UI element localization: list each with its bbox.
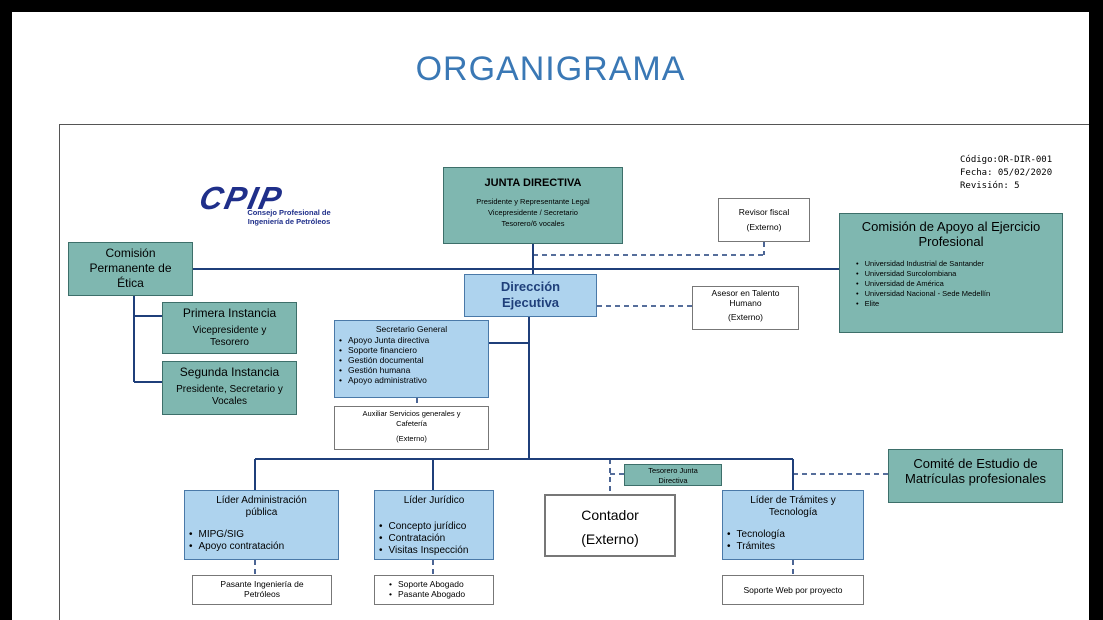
segunda-title: Segunda Instancia (179, 365, 280, 379)
contador-title: Contador (581, 507, 639, 523)
list-item: Soporte financiero (339, 345, 488, 355)
revisor-title: Revisor fiscal (738, 207, 790, 217)
tesorero-line: Directiva (658, 476, 688, 485)
page-frame: ORGANIGRAMA (12, 12, 1089, 620)
doc-revision: Revisión: 5 (960, 181, 1020, 191)
tesorero-box: Tesorero Junta Directiva (624, 464, 722, 486)
comision-apoyo-list: Universidad Industrial de Santander Univ… (856, 259, 1062, 309)
lider-admin-title: pública (245, 507, 278, 518)
comision-apoyo-box: Comisión de Apoyo al Ejercicio Profesion… (839, 213, 1063, 333)
primera-instancia-box: Primera Instancia Vicepresidente y Tesor… (162, 302, 297, 354)
junta-directiva-box: JUNTA DIRECTIVA Presidente y Representan… (443, 167, 623, 244)
lider-juridico-list: Concepto jurídico Contratación Visitas I… (379, 521, 493, 557)
soporte-web-title: Soporte Web por proyecto (743, 585, 843, 595)
lider-tramites-box: Líder de Trámites y Tecnología Tecnologí… (722, 490, 864, 560)
asesor-line: Humano (729, 298, 762, 308)
lider-tramites-title: Tecnología (768, 507, 818, 518)
list-item: Apoyo Junta directiva (339, 335, 488, 345)
secretario-list: Apoyo Junta directiva Soporte financiero… (339, 335, 488, 385)
doc-code: Código:OR-DIR-001 (960, 155, 1053, 165)
auxiliar-box: Auxiliar Servicios generales y Cafetería… (334, 406, 489, 450)
lider-admin-list: MIPG/SIG Apoyo contratación (189, 529, 338, 553)
direccion-title: Dirección Ejecutiva (500, 279, 561, 310)
junta-line: Tesorero/6 vocales (501, 219, 565, 228)
list-item: Apoyo administrativo (339, 375, 488, 385)
direccion-ejecutiva-box: Dirección Ejecutiva (464, 274, 597, 317)
doc-date: Fecha: 05/02/2020 (960, 168, 1053, 178)
segunda-sub: Presidente, Secretario y Vocales (176, 384, 283, 407)
list-item: Universidad Surcolombiana (856, 269, 1062, 279)
list-item: Elite (856, 299, 1062, 309)
revisor-fiscal-box: Revisor fiscal (Externo) (718, 198, 810, 242)
secretario-title: Secretario General (375, 324, 448, 334)
comision-etica-title: Comisión Permanente de Ética (89, 246, 172, 290)
asesor-box: Asesor en Talento Humano (Externo) (692, 286, 799, 330)
auxiliar-line: Auxiliar Servicios generales y (362, 409, 461, 418)
asesor-sub: (Externo) (728, 312, 763, 322)
comision-etica-box: Comisión Permanente de Ética (68, 242, 193, 296)
contador-box: Contador (Externo) (544, 494, 676, 557)
lider-tramites-title: Líder de Trámites y (750, 495, 836, 506)
soporte-abogado-box: Soporte Abogado Pasante Abogado (374, 575, 494, 605)
pasante-line: Pasante Ingeniería de (220, 579, 304, 589)
lider-juridico-title: Líder Jurídico (403, 495, 465, 506)
list-item: Concepto jurídico (379, 521, 493, 533)
junta-line: Vicepresidente / Secretario (488, 208, 578, 217)
list-item: Universidad Industrial de Santander (856, 259, 1062, 269)
asesor-line: Asesor en Talento (711, 288, 780, 298)
list-item: Contratación (379, 533, 493, 545)
comision-apoyo-title: Comisión de Apoyo al Ejercicio Profesion… (861, 219, 1041, 249)
lider-juridico-box: Líder Jurídico Concepto jurídico Contrat… (374, 490, 494, 560)
list-item: Universidad de América (856, 279, 1062, 289)
comite-estudio-box: Comité de Estudio de Matrículas profesio… (888, 449, 1063, 503)
list-item: Universidad Nacional - Sede Medellín (856, 289, 1062, 299)
list-item: Apoyo contratación (189, 541, 338, 553)
list-item: Gestión documental (339, 355, 488, 365)
chart-frame (59, 124, 1089, 620)
lider-administracion-box: Líder Administración pública MIPG/SIG Ap… (184, 490, 339, 560)
junta-title: JUNTA DIRECTIVA (484, 177, 582, 189)
comite-title: Comité de Estudio de Matrículas profesio… (905, 456, 1046, 486)
secretario-general-box: Secretario General Apoyo Junta directiva… (334, 320, 489, 398)
list-item: Tecnología (727, 529, 863, 541)
list-item: Trámites (727, 541, 863, 553)
connector-lines (133, 242, 888, 575)
segunda-instancia-box: Segunda Instancia Presidente, Secretario… (162, 361, 297, 415)
page-title: ORGANIGRAMA (415, 50, 686, 88)
pasante-line: Petróleos (244, 589, 280, 599)
auxiliar-line: Cafetería (396, 419, 427, 428)
list-item: MIPG/SIG (189, 529, 338, 541)
soporte-abogado-list: Soporte Abogado Pasante Abogado (389, 579, 493, 599)
pasante-ingenieria-box: Pasante Ingeniería de Petróleos (192, 575, 332, 605)
lider-admin-title: Líder Administración (216, 495, 307, 506)
list-item: Pasante Abogado (389, 589, 493, 599)
primera-sub: Vicepresidente y Tesorero (192, 325, 267, 348)
logo-subtitle: Consejo Profesional de Ingeniería de Pet… (247, 208, 331, 226)
auxiliar-sub: (Externo) (396, 434, 427, 443)
soporte-web-box: Soporte Web por proyecto (722, 575, 864, 605)
revisor-sub: (Externo) (746, 222, 782, 232)
lider-tramites-list: Tecnología Trámites (727, 529, 863, 553)
primera-title: Primera Instancia (182, 306, 277, 320)
list-item: Soporte Abogado (389, 579, 493, 589)
junta-line: Presidente y Representante Legal (476, 197, 590, 206)
list-item: Visitas Inspección (379, 545, 493, 557)
document-info: Código:OR-DIR-001 Fecha: 05/02/2020 Revi… (960, 154, 1052, 193)
contador-sub: (Externo) (581, 531, 639, 547)
list-item: Gestión humana (339, 365, 488, 375)
tesorero-line: Tesorero Junta (648, 466, 698, 475)
